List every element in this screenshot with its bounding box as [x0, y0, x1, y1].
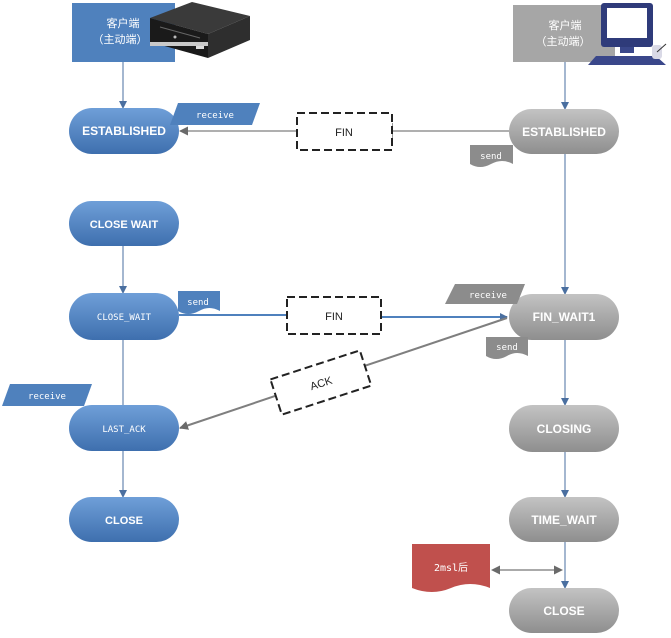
left-close-label: CLOSE [105, 515, 143, 527]
computer-icon [588, 3, 667, 65]
left-client: 客户端 （主动端） [72, 2, 250, 62]
receive-tag-3-label: receive [28, 392, 66, 402]
timer-tag-label: 2msl后 [434, 562, 468, 574]
left-state-close-wait-2: CLOSE_WAIT [69, 293, 179, 340]
send-tag-3-label: send [496, 343, 518, 353]
left-state-last-ack: LAST_ACK [69, 405, 179, 451]
right-fin-wait1-label: FIN_WAIT1 [533, 310, 596, 324]
right-state-close: CLOSE [509, 588, 619, 633]
send-tag-1: send [470, 145, 513, 167]
right-time-wait-label: TIME_WAIT [531, 513, 597, 527]
right-state-fin-wait1: FIN_WAIT1 [509, 294, 619, 340]
timer-tag: 2msl后 [412, 544, 490, 592]
receive-tag-2-label: receive [469, 291, 507, 301]
right-state-closing: CLOSING [509, 405, 619, 452]
send-tag-2-label: send [187, 298, 209, 308]
right-client-title: 客户端 [549, 18, 582, 32]
send-tag-2: send [178, 291, 220, 314]
right-client-subtitle: （主动端） [536, 35, 591, 48]
right-established-label: ESTABLISHED [522, 125, 606, 139]
receive-tag-2: receive [445, 284, 525, 304]
server-icon [150, 2, 250, 58]
right-client: 客户端 （主动端） [513, 3, 667, 65]
right-closing-label: CLOSING [537, 422, 592, 436]
left-client-title: 客户端 [107, 16, 140, 30]
fin-message-2: FIN [286, 296, 382, 335]
left-client-subtitle: （主动端） [93, 33, 148, 46]
fin-message-1-label: FIN [335, 127, 353, 139]
right-state-established: ESTABLISHED [509, 109, 619, 154]
left-state-close: CLOSE [69, 497, 179, 542]
send-tag-3: send [486, 337, 528, 359]
right-close-label: CLOSE [543, 604, 584, 618]
receive-tag-1-label: receive [196, 111, 234, 121]
receive-tag-1: receive [170, 103, 260, 125]
left-state-established: ESTABLISHED [69, 108, 179, 154]
left-state-close-wait-1: CLOSE WAIT [69, 201, 179, 246]
right-client-box [513, 5, 615, 62]
ack-message: ACK [269, 349, 373, 416]
left-close-wait-2-label: CLOSE_WAIT [97, 313, 152, 323]
receive-tag-3: receive [2, 384, 92, 406]
left-established-label: ESTABLISHED [82, 124, 166, 138]
left-last-ack-label: LAST_ACK [102, 425, 146, 435]
fin-arrow-2 [179, 313, 508, 321]
fin-message-1: FIN [296, 112, 393, 151]
send-tag-1-label: send [480, 152, 502, 162]
left-close-wait-1-label: CLOSE WAIT [90, 219, 159, 231]
right-state-time-wait: TIME_WAIT [509, 497, 619, 542]
fin-message-2-label: FIN [325, 311, 343, 323]
